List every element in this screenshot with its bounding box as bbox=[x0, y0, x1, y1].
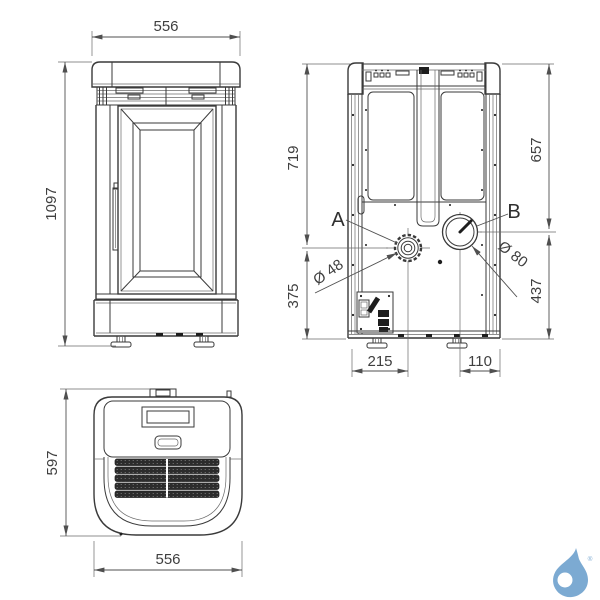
front-leveling-feet bbox=[110, 335, 215, 348]
power-control-box bbox=[356, 291, 394, 334]
top-lid-panel bbox=[103, 400, 231, 458]
top-view: 597 556 bbox=[44, 388, 243, 577]
rear-side-slot bbox=[357, 195, 365, 215]
top-front-curve bbox=[94, 457, 242, 536]
water-drop-icon bbox=[553, 548, 588, 598]
front-view: 556 1097 bbox=[43, 18, 241, 348]
power-switch bbox=[366, 296, 381, 314]
rear-leveling-feet bbox=[366, 337, 468, 349]
dim-rear-bottom-b: 110 bbox=[468, 353, 492, 370]
front-base bbox=[93, 293, 239, 337]
top-body-outline bbox=[93, 396, 243, 536]
front-height-dimension: 1097 bbox=[43, 61, 116, 347]
top-rear-tab bbox=[149, 388, 232, 398]
flue-outlet-b bbox=[441, 212, 482, 252]
top-width-dimension: 556 bbox=[93, 541, 243, 577]
rear-top-assembly bbox=[347, 62, 501, 95]
dim-rear-upper-height: 719 bbox=[285, 145, 302, 170]
label-port-a: A bbox=[331, 209, 345, 231]
dim-top-depth: 597 bbox=[44, 450, 61, 475]
front-vent-grille bbox=[96, 86, 236, 106]
dim-rear-right-lower: 437 bbox=[528, 278, 545, 303]
front-width-dimension: 556 bbox=[91, 18, 241, 56]
rear-back-panel bbox=[361, 70, 487, 334]
rear-top-connector bbox=[419, 67, 429, 74]
air-inlet-fitting-a bbox=[386, 228, 430, 268]
rear-fastener-dot bbox=[437, 259, 443, 265]
front-top-cap bbox=[91, 61, 241, 88]
dim-front-height: 1097 bbox=[43, 187, 60, 220]
rear-dimensions: 719 375 657 437 215 110 bbox=[285, 63, 556, 377]
front-door-handle bbox=[112, 182, 119, 251]
top-depth-dimension: 597 bbox=[44, 388, 150, 537]
dim-front-width: 556 bbox=[153, 18, 178, 35]
top-lid-handle bbox=[154, 435, 182, 450]
logo-circle-cutout bbox=[557, 572, 573, 588]
dim-rear-right-upper: 657 bbox=[528, 137, 545, 162]
brand-logo: ® bbox=[553, 548, 593, 598]
top-heat-grille bbox=[114, 458, 220, 498]
registered-mark: ® bbox=[588, 555, 593, 563]
front-door-glass bbox=[139, 129, 195, 272]
rear-bottom bbox=[348, 330, 500, 349]
front-door bbox=[112, 105, 217, 295]
dim-diameter-a: Ø 48 bbox=[310, 256, 346, 289]
rear-central-channel bbox=[416, 70, 440, 227]
front-body bbox=[95, 104, 237, 300]
dim-top-width: 556 bbox=[155, 551, 180, 568]
dim-rear-lower-height: 375 bbox=[285, 283, 302, 308]
top-display bbox=[141, 406, 195, 428]
dim-rear-bottom-a: 215 bbox=[367, 353, 392, 370]
rear-view: A B Ø 48 Ø 80 719 375 657 437 bbox=[285, 62, 556, 377]
label-port-b: B bbox=[507, 201, 520, 223]
